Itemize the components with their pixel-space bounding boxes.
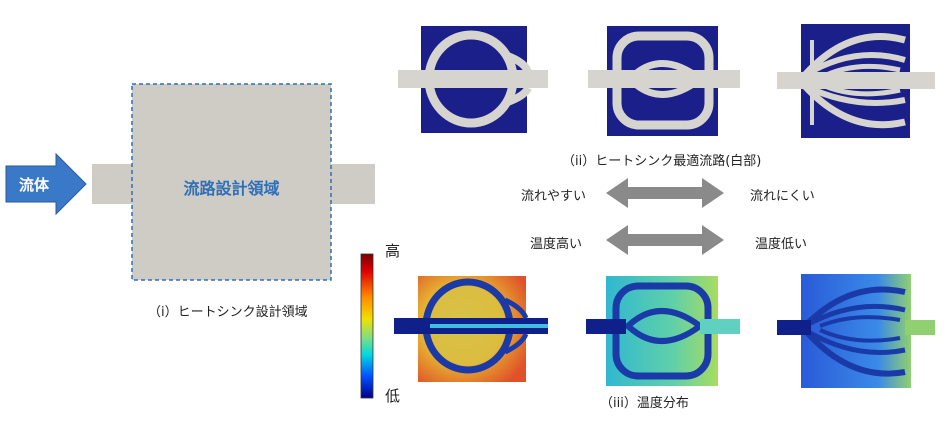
outlet-pipe — [330, 164, 375, 204]
caption-optimal-channels: （ii）ヒートシンク最適流路(白部) — [562, 154, 762, 169]
colorbar-high-label: 高 — [385, 242, 401, 260]
caption-temperature: （iii）温度分布 — [600, 396, 689, 411]
fluid-arrow-shape — [5, 152, 87, 216]
fluid-label: 流体 — [18, 176, 49, 194]
temperature-panel-1 — [394, 276, 548, 382]
colorbar-low-label: 低 — [385, 387, 401, 405]
temp-double-arrow — [606, 225, 724, 255]
temperature-panel-2 — [586, 276, 740, 386]
flow-double-arrow — [606, 178, 724, 208]
channel-panel-2 — [588, 26, 740, 136]
inlet-pipe — [92, 164, 134, 204]
channel-panel-3 — [777, 24, 935, 138]
design-square — [131, 83, 332, 281]
flow-easy-label: 流れやすい — [521, 189, 587, 204]
temperature-panel-3 — [777, 274, 935, 388]
caption-design-region: （i）ヒートシンク設計領域 — [148, 305, 308, 320]
temp-high-label: 温度高い — [530, 237, 583, 252]
colorbar — [360, 253, 374, 399]
design-region-label: 流路設計領域 — [183, 179, 280, 198]
temp-low-label: 温度低い — [755, 237, 808, 252]
channel-panel-1 — [398, 26, 548, 133]
flow-hard-label: 流れにくい — [750, 189, 815, 204]
